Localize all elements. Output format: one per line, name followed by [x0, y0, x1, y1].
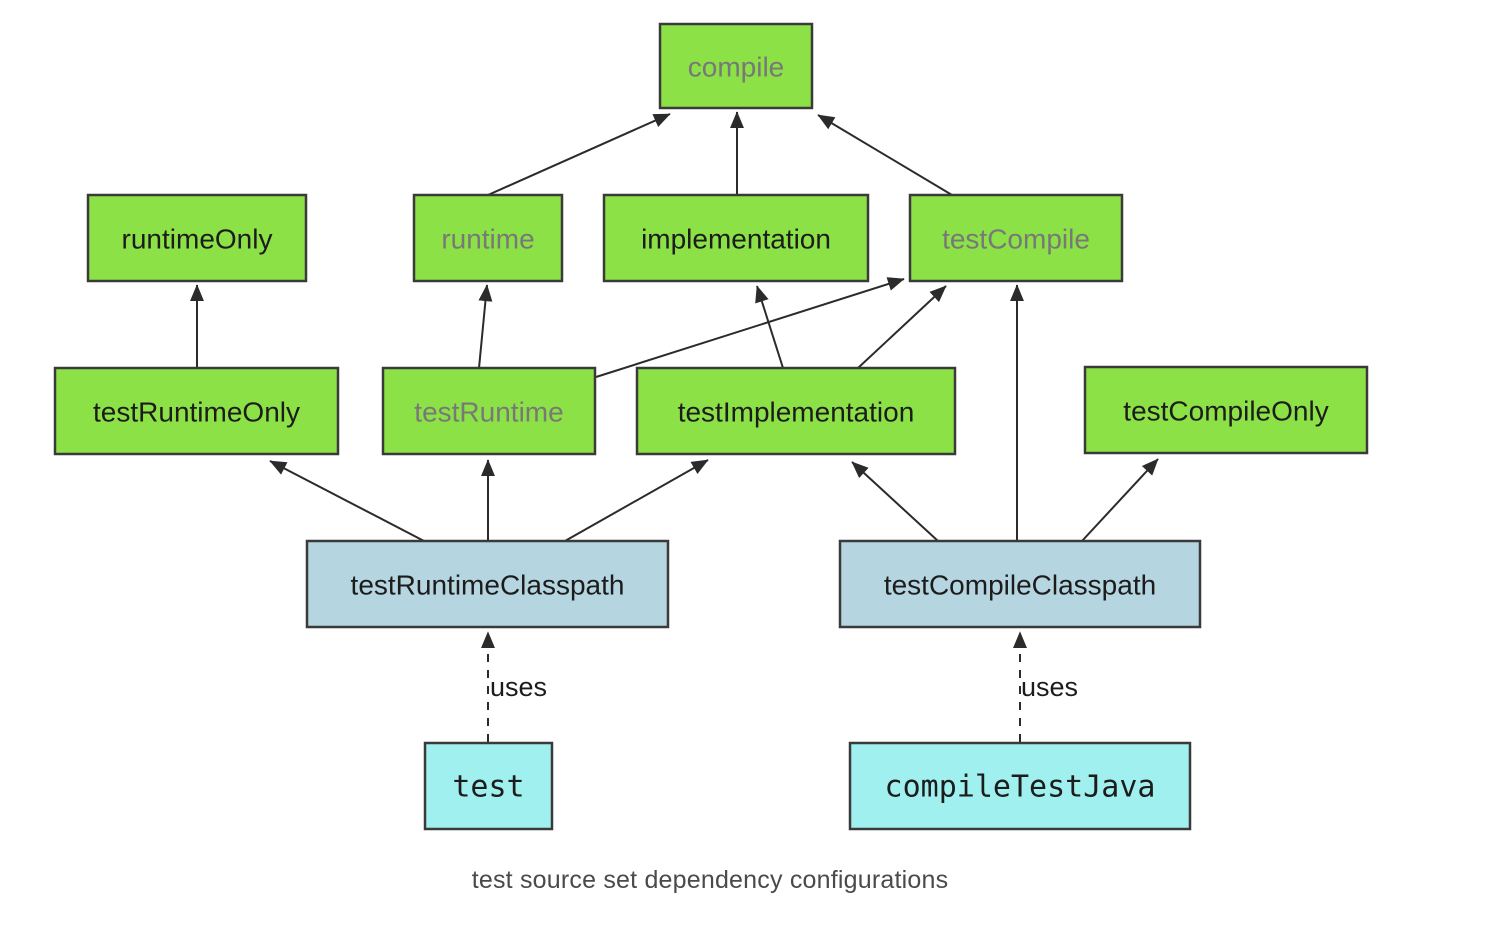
- edge-testImplementation-to-testCompile: [857, 285, 947, 369]
- node-box-implementation: [602, 193, 870, 283]
- edge-label-uses: uses: [490, 672, 547, 702]
- node-label-compileTestJava: compileTestJava: [885, 770, 1156, 805]
- edge-testRuntime-to-testCompile: [595, 277, 905, 378]
- node-testImplementation: testImplementation: [635, 366, 957, 456]
- edge-testCompile-to-compile: [817, 114, 953, 196]
- edge-testCompileClasspath-to-testImplementation: [851, 461, 939, 542]
- node-label-testRuntimeOnly: testRuntimeOnly: [93, 397, 300, 428]
- node-label-testRuntime: testRuntime: [414, 397, 563, 428]
- node-label-testRuntimeClasspath: testRuntimeClasspath: [351, 570, 625, 601]
- node-label-testCompileClasspath: testCompileClasspath: [884, 570, 1156, 601]
- node-box-testCompile: [908, 193, 1124, 283]
- node-label-implementation: implementation: [641, 224, 831, 255]
- edge-testRuntimeClasspath-to-testImplementation: [564, 459, 709, 542]
- node-test: test: [423, 741, 554, 831]
- edge-runtime-to-compile: [487, 113, 671, 196]
- node-testRuntimeClasspath: testRuntimeClasspath: [305, 539, 670, 629]
- node-label-test: test: [452, 770, 524, 805]
- node-runtime: runtime: [412, 193, 564, 283]
- node-label-runtime: runtime: [441, 224, 534, 255]
- node-label-testCompileOnly: testCompileOnly: [1123, 396, 1328, 427]
- node-testCompileOnly: testCompileOnly: [1083, 365, 1369, 455]
- edge-testRuntime-to-runtime: [478, 284, 493, 369]
- edge-testImplementation-to-implementation: [755, 285, 784, 369]
- node-testCompileClasspath: testCompileClasspath: [838, 539, 1202, 629]
- node-implementation: implementation: [602, 193, 870, 283]
- node-box-testImplementation: [635, 366, 957, 456]
- node-box-runtimeOnly: [86, 193, 308, 283]
- node-label-testImplementation: testImplementation: [678, 397, 915, 428]
- edge-testCompileClasspath-to-testCompileOnly: [1081, 458, 1159, 542]
- node-box-testCompileClasspath: [838, 539, 1202, 629]
- node-box-compile: [658, 22, 814, 110]
- node-box-testRuntime: [381, 366, 597, 456]
- node-testRuntimeOnly: testRuntimeOnly: [53, 366, 340, 456]
- node-compileTestJava: compileTestJava: [848, 741, 1192, 831]
- node-box-compileTestJava: [848, 741, 1192, 831]
- node-box-testRuntimeOnly: [53, 366, 340, 456]
- diagram-caption: test source set dependency configuration…: [471, 866, 949, 894]
- node-label-runtimeOnly: runtimeOnly: [122, 224, 273, 255]
- node-compile: compile: [658, 22, 814, 110]
- node-testRuntime: testRuntime: [381, 366, 597, 456]
- node-testCompile: testCompile: [908, 193, 1124, 283]
- edge-testRuntimeClasspath-to-testRuntimeOnly: [269, 460, 425, 542]
- node-runtimeOnly: runtimeOnly: [86, 193, 308, 283]
- node-box-test: [423, 741, 554, 831]
- edge-label-uses: uses: [1021, 672, 1078, 702]
- node-box-runtime: [412, 193, 564, 283]
- node-label-testCompile: testCompile: [942, 224, 1090, 255]
- node-label-compile: compile: [688, 52, 784, 83]
- node-box-testRuntimeClasspath: [305, 539, 670, 629]
- node-box-testCompileOnly: [1083, 365, 1369, 455]
